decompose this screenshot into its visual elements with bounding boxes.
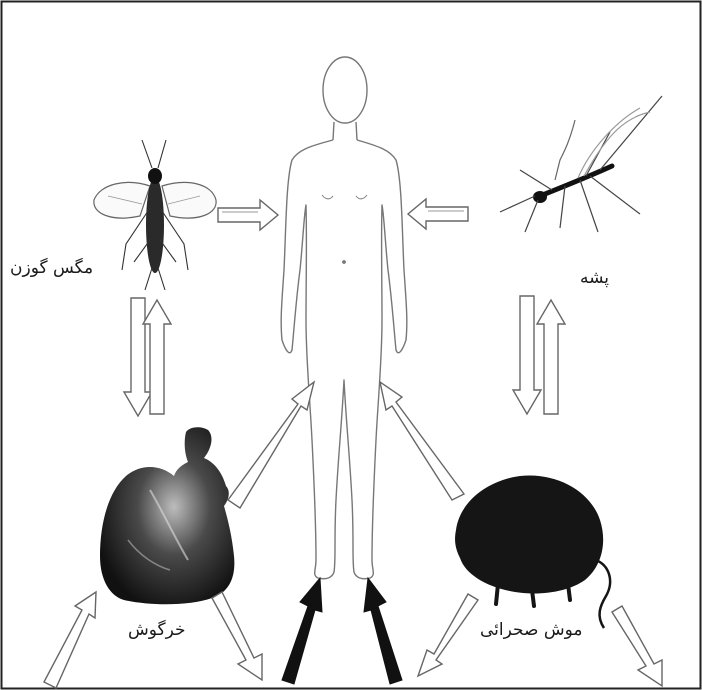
arrow-mouse-to-mosquito bbox=[537, 300, 565, 414]
arrow-ground-to-human-right bbox=[364, 578, 402, 684]
arrow-mouse-to-human bbox=[380, 382, 464, 500]
arrow-mosquito-to-human bbox=[408, 199, 468, 229]
label-rabbit: خرگوش bbox=[128, 620, 186, 640]
mosquito-image bbox=[500, 96, 662, 232]
label-fly: مگس گوزن bbox=[10, 258, 93, 278]
arrow-rabbit-to-human bbox=[228, 382, 314, 508]
label-mosquito: پشه bbox=[580, 268, 609, 288]
arrow-fly-to-human bbox=[218, 200, 278, 230]
arrow-mosquito-to-mouse bbox=[513, 296, 541, 414]
arrow-ground-to-human-left bbox=[282, 578, 322, 684]
fly-image bbox=[94, 140, 216, 290]
label-mouse: موش صحرائی bbox=[480, 620, 582, 640]
arrow-mouse-to-ground bbox=[612, 606, 662, 686]
rabbit-image bbox=[100, 427, 234, 604]
arrow-ground-to-mouse bbox=[418, 594, 478, 676]
arrow-rabbit-to-ground bbox=[212, 592, 262, 680]
mouse-image bbox=[455, 475, 610, 628]
human-figure bbox=[281, 57, 407, 579]
arrow-ground-to-rabbit bbox=[44, 592, 96, 688]
